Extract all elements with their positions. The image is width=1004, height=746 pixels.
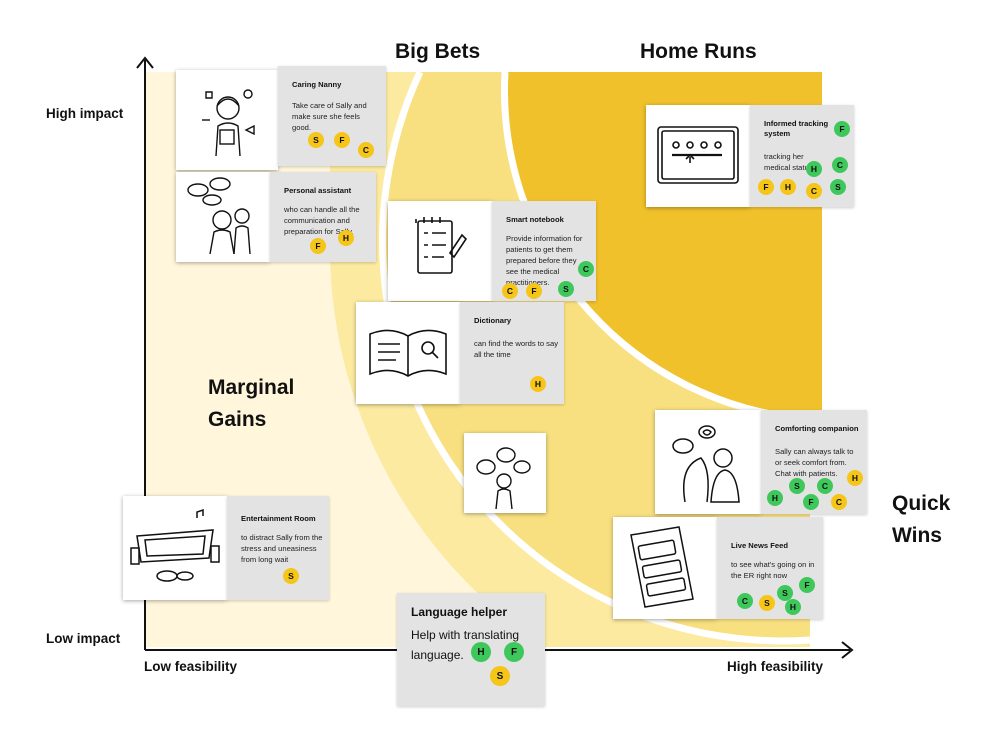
badge-s-green: S — [830, 179, 846, 195]
dictionary-title: Dictionary — [474, 316, 512, 325]
live-news-feed-desc: to see what's going on in the ER right n… — [731, 560, 815, 580]
badge-c-green: C — [832, 157, 848, 173]
badge-h-green: H — [785, 599, 801, 615]
card-live-news-feed[interactable]: Live News Feed to see what's going on in… — [613, 517, 823, 619]
assistant-icon — [187, 177, 251, 255]
informed-tracking-note: Informed tracking system tracking her me… — [750, 105, 854, 207]
caring-nanny-desc: Take care of Sally and make sure she fee… — [292, 101, 367, 132]
badge-f-green: F — [803, 494, 819, 510]
badge-f: F — [758, 179, 774, 195]
live-news-feed-title: Live News Feed — [731, 541, 788, 550]
badge-s-green: S — [777, 585, 793, 601]
companion-icon — [672, 425, 740, 503]
badge-f: F — [310, 238, 326, 254]
badge-c: C — [502, 283, 518, 299]
comforting-companion-title: Comforting companion — [775, 424, 859, 433]
notebook-icon — [415, 217, 468, 274]
language-helper-title: Language helper — [411, 605, 508, 619]
entertainment-sketch — [123, 496, 227, 600]
badge-f: F — [526, 283, 542, 299]
x-low-label: Low feasibility — [144, 659, 238, 674]
entertainment-room-desc: to distract Sally from the stress and un… — [241, 533, 323, 564]
companion-sketch — [655, 410, 761, 514]
comforting-companion-note: Comforting companion Sally can always ta… — [761, 410, 867, 514]
big-bets-label: Big Bets — [395, 40, 481, 63]
open-book-icon — [369, 329, 447, 377]
badge-s: S — [308, 132, 324, 148]
marginal-gains-label: Marginal Gains — [208, 376, 295, 431]
personal-assistant-desc: who can handle all the communication and… — [284, 205, 360, 236]
tracking-sketch — [646, 105, 750, 207]
badge-s-green: S — [558, 281, 574, 297]
informed-tracking-desc: tracking her medical status — [764, 152, 813, 172]
badge-h: H — [847, 470, 863, 486]
card-entertainment-room[interactable]: Entertainment Room to distract Sally fro… — [123, 496, 329, 600]
home-runs-arc-divider — [501, 71, 823, 424]
badge-h-green: H — [806, 161, 822, 177]
smart-notebook-desc: Provide information for patients to get … — [506, 234, 583, 287]
assistant-sketch — [176, 172, 270, 262]
card-personal-assistant[interactable]: Personal assistant who can handle all th… — [176, 172, 376, 262]
x-axis-arrow — [841, 641, 854, 659]
card-smart-notebook[interactable]: Smart notebook Provide information for p… — [388, 201, 596, 301]
informed-tracking-title: Informed tracking system — [764, 119, 829, 139]
phone-feed-icon — [630, 526, 694, 608]
y-low-label: Low impact — [46, 631, 121, 646]
dictionary-sketch — [356, 302, 460, 404]
card-informed-tracking[interactable]: Informed tracking system tracking her me… — [646, 105, 854, 207]
comforting-companion-desc: Sally can always talk to or seek comfort… — [775, 447, 854, 478]
badge-s: S — [490, 666, 510, 686]
nanny-sketch — [176, 70, 278, 170]
y-axis-arrow — [136, 56, 154, 69]
dictionary-note: Dictionary can find the words to say all… — [460, 302, 564, 404]
badge-f: F — [334, 132, 350, 148]
live-news-feed-note: Live News Feed to see what's going on in… — [717, 517, 823, 619]
badge-c: C — [806, 183, 822, 199]
badge-h: H — [780, 179, 796, 195]
speech-bubbles-icon — [476, 447, 531, 510]
badge-f-green: F — [834, 121, 850, 137]
dictionary-desc: can find the words to say all the time — [474, 339, 558, 359]
caring-nanny-title: Caring Nanny — [292, 80, 342, 89]
smart-notebook-title: Smart notebook — [506, 215, 564, 224]
language-helper-note[interactable]: Language helper Help with translating la… — [397, 593, 545, 706]
badge-f-green: F — [799, 577, 815, 593]
tracker-device-icon — [657, 126, 739, 184]
entertainment-room-title: Entertainment Room — [241, 514, 316, 523]
entertainment-room-note: Entertainment Room to distract Sally fro… — [227, 496, 329, 600]
caring-nanny-note: Caring Nanny Take care of Sally and make… — [278, 66, 386, 166]
badge-c: C — [831, 494, 847, 510]
notebook-sketch — [388, 201, 492, 301]
tv-room-icon — [130, 508, 220, 582]
language-helper-desc: Help with translating language. — [411, 628, 520, 663]
nanny-icon — [202, 89, 255, 157]
language-helper-sketch — [464, 433, 546, 513]
badge-h: H — [338, 230, 354, 246]
badge-c-green: C — [578, 261, 594, 277]
badge-s-green: S — [789, 478, 805, 494]
news-sketch — [613, 517, 717, 619]
badge-c: C — [358, 142, 374, 158]
home-runs-label: Home Runs — [640, 40, 757, 63]
smart-notebook-note: Smart notebook Provide information for p… — [492, 201, 596, 301]
badge-c-green: C — [737, 593, 753, 609]
personal-assistant-title: Personal assistant — [284, 186, 352, 195]
badge-h: H — [530, 376, 546, 392]
x-high-label: High feasibility — [727, 659, 824, 674]
badge-s: S — [283, 568, 299, 584]
card-dictionary[interactable]: Dictionary can find the words to say all… — [356, 302, 564, 404]
badge-h-green: H — [767, 490, 783, 506]
card-caring-nanny[interactable]: Caring Nanny Take care of Sally and make… — [176, 66, 386, 170]
card-comforting-companion[interactable]: Comforting companion Sally can always ta… — [655, 410, 867, 514]
badge-c-green: C — [817, 478, 833, 494]
quick-wins-label: Quick Wins — [892, 492, 951, 547]
inner-arc-divider — [379, 70, 811, 645]
badge-s: S — [759, 595, 775, 611]
personal-assistant-note: Personal assistant who can handle all th… — [270, 172, 376, 262]
badge-h-green: H — [471, 642, 491, 662]
badge-f-green: F — [504, 642, 524, 662]
y-high-label: High impact — [46, 106, 124, 121]
